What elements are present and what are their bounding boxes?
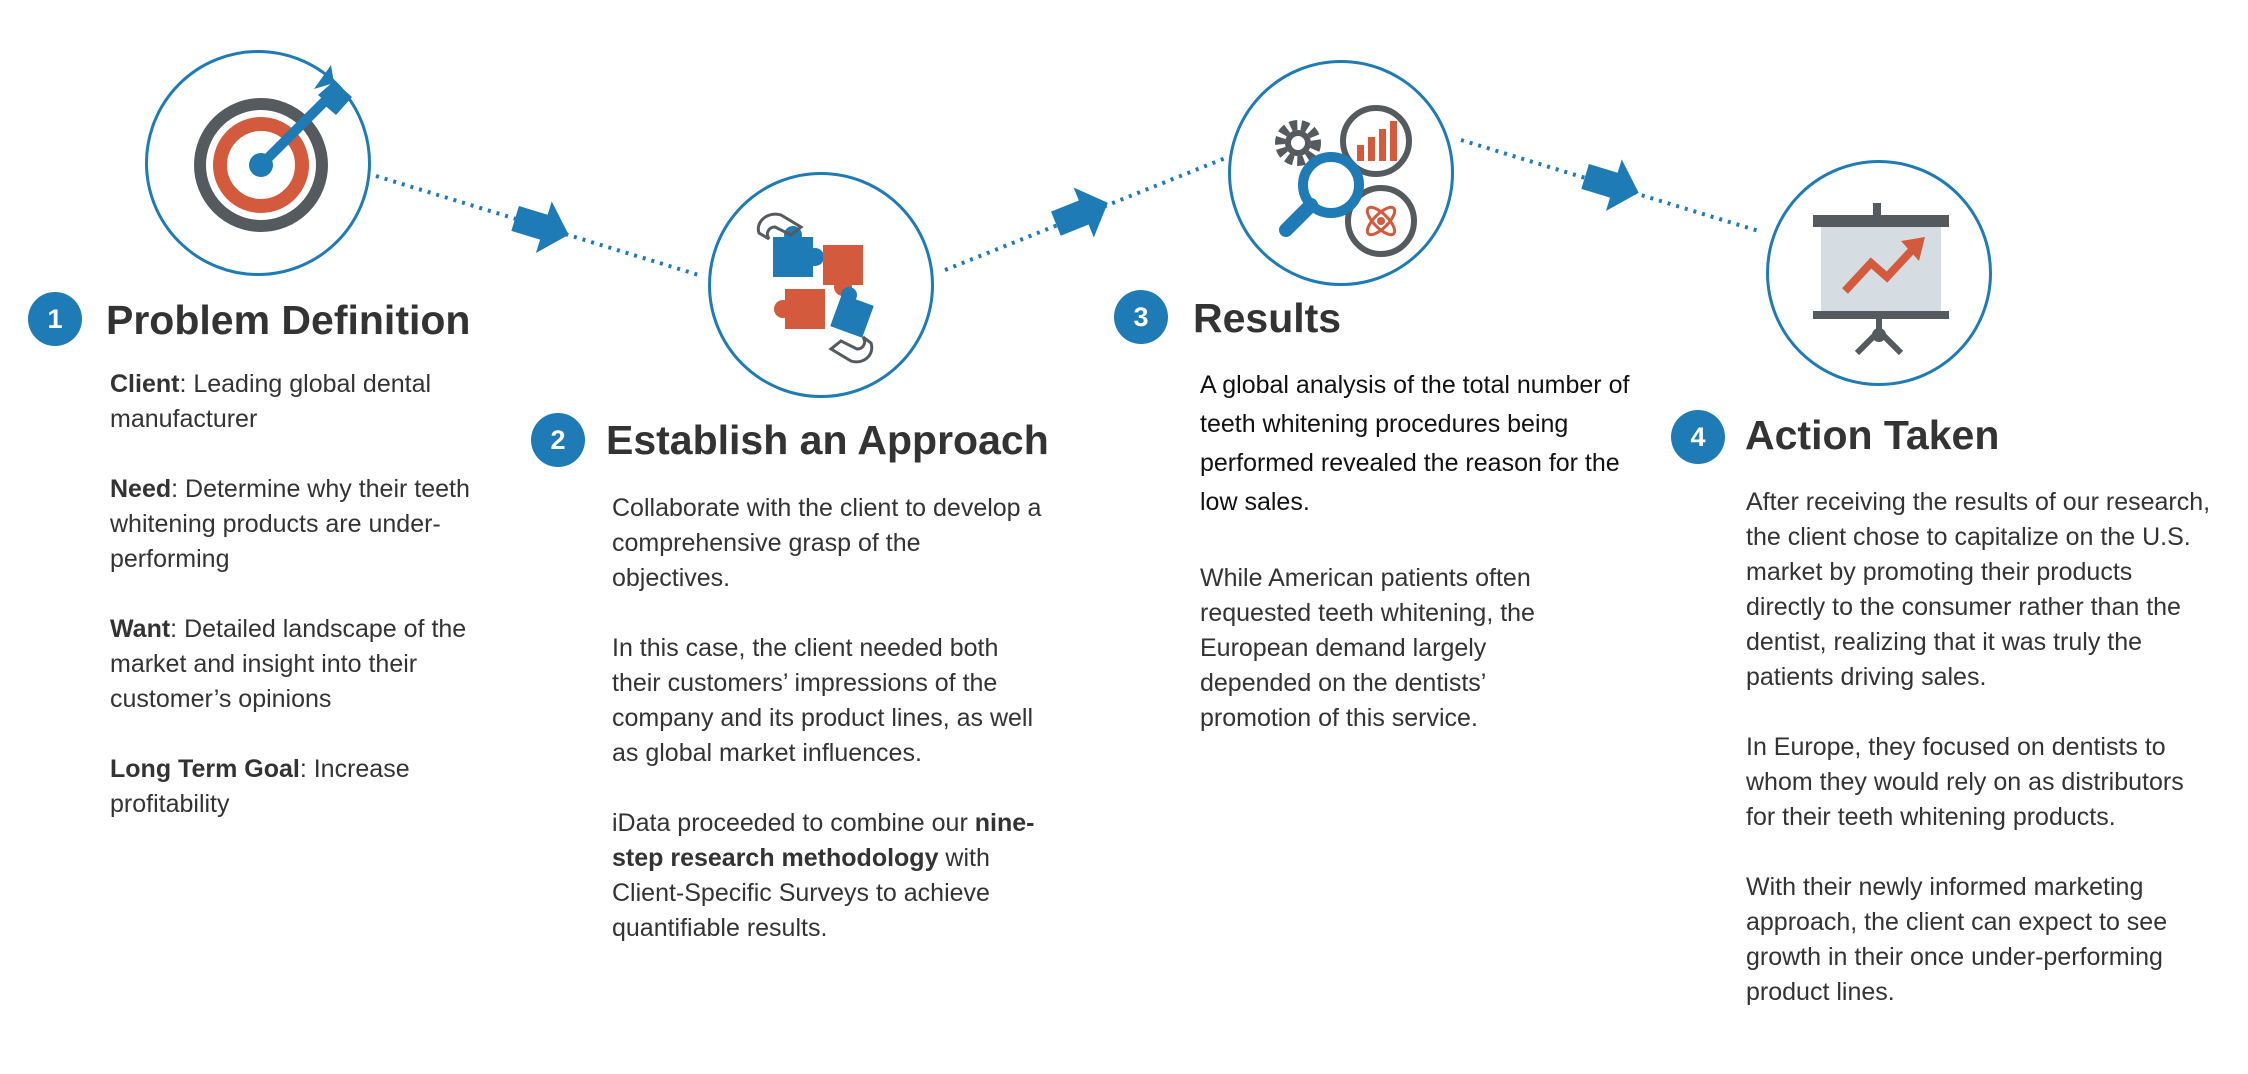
step-4-icon-circle — [1766, 160, 1992, 386]
step-3-icon-circle — [1228, 60, 1454, 286]
step-2-title: Establish an Approach — [606, 417, 1049, 463]
step-4-paragraph: After receiving the results of our resea… — [1746, 488, 2211, 691]
step-1-number-badge: 1 — [28, 292, 82, 346]
step-3-paragraph: While American patients often requested … — [1200, 564, 1535, 732]
step-2-paragraph: Collaborate with the client to develop a… — [612, 494, 1042, 592]
step-3-title: Results — [1193, 295, 1342, 341]
step-1-paragraph: Long Term Goal: Increase profitability — [110, 755, 410, 818]
bar-chart-icon — [1340, 105, 1412, 177]
connector-2-3 — [944, 155, 1229, 272]
step-1-body: Client: Leading global dental manufactur… — [110, 367, 530, 857]
analysis-icon — [1275, 105, 1417, 257]
gear-icon — [1275, 120, 1321, 166]
step-4-title: Action Taken — [1745, 412, 2000, 458]
step-2-icon-circle — [708, 172, 934, 398]
step-3-paragraph: A global analysis of the total number of… — [1200, 371, 1630, 516]
step-4-number-badge: 4 — [1671, 410, 1725, 464]
arrow-icon-3 — [1581, 159, 1639, 211]
step-2-paragraph: iData proceeded to combine our nine-step… — [612, 809, 1035, 942]
step-1-paragraph: Want: Detailed landscape of the market a… — [110, 615, 467, 713]
step-3-number-badge: 3 — [1114, 290, 1168, 344]
step-3-body: A global analysis of the total number of… — [1200, 366, 1640, 771]
atom-icon — [1345, 185, 1417, 257]
connector-3-4 — [1460, 138, 1763, 234]
arrow-icon-1 — [511, 201, 569, 253]
step-4-paragraph: With their newly informed marketing appr… — [1746, 873, 2168, 1006]
step-1-icon-circle — [145, 50, 371, 276]
puzzle-icon — [756, 212, 874, 364]
connector-1-2 — [375, 174, 703, 278]
step-2-body: Collaborate with the client to develop a… — [612, 491, 1042, 981]
step-2-number-badge: 2 — [531, 413, 585, 467]
presentation-chart-icon — [1813, 203, 1949, 356]
step-1-title: Problem Definition — [106, 297, 471, 343]
step-4-body: After receiving the results of our resea… — [1746, 485, 2216, 1045]
step-4-paragraph: In Europe, they focused on dentists to w… — [1746, 733, 2184, 831]
target-icon — [194, 65, 352, 232]
step-2-paragraph: In this case, the client needed both the… — [612, 634, 1034, 767]
step-1-paragraph: Client: Leading global dental manufactur… — [110, 370, 432, 433]
step-1-paragraph: Need: Determine why their teeth whitenin… — [110, 475, 470, 573]
magnifier-icon — [1279, 152, 1364, 237]
arrow-icon-2 — [1051, 187, 1108, 238]
